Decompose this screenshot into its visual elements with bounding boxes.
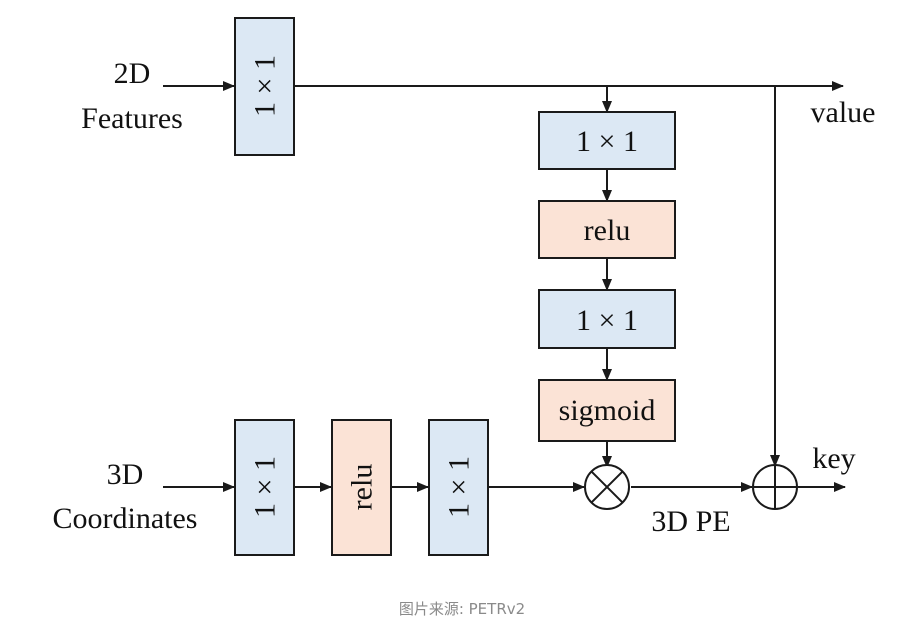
gate-conv1-label: 1 × 1 — [576, 125, 638, 158]
features-conv-block: 1 × 1 — [234, 17, 295, 156]
gate-sigmoid-label: sigmoid — [559, 394, 656, 427]
features-conv-label: 1 × 1 — [249, 55, 282, 117]
add-operator-icon — [752, 464, 798, 510]
diagram-svg: 2D Features 3D Coordinates 1 × 1 — [53, 17, 876, 556]
coord-conv1-block: 1 × 1 — [234, 419, 295, 556]
pe-label: 3D PE — [651, 505, 730, 538]
coord-conv1-label: 1 × 1 — [249, 456, 282, 518]
coords-label-3d: 3D — [107, 458, 144, 491]
gate-relu-label: relu — [584, 214, 631, 247]
features-label: Features — [81, 102, 183, 135]
coord-relu-label: relu — [346, 464, 379, 511]
gate-conv2-label: 1 × 1 — [576, 304, 638, 337]
features-label-2d: 2D — [114, 57, 151, 90]
coord-relu-block: relu — [331, 419, 392, 556]
coord-conv2-label: 1 × 1 — [443, 456, 476, 518]
gate-sigmoid-block: sigmoid — [538, 379, 676, 442]
coords-label: Coordinates — [53, 502, 198, 535]
multiply-operator-icon — [584, 464, 630, 510]
key-label: key — [812, 442, 855, 475]
gate-relu-block: relu — [538, 200, 676, 259]
image-source-caption: 图片来源: PETRv2 — [398, 600, 526, 618]
gate-conv2-block: 1 × 1 — [538, 289, 676, 349]
value-label: value — [811, 96, 876, 129]
gate-conv1-block: 1 × 1 — [538, 111, 676, 170]
coord-conv2-block: 1 × 1 — [428, 419, 489, 556]
